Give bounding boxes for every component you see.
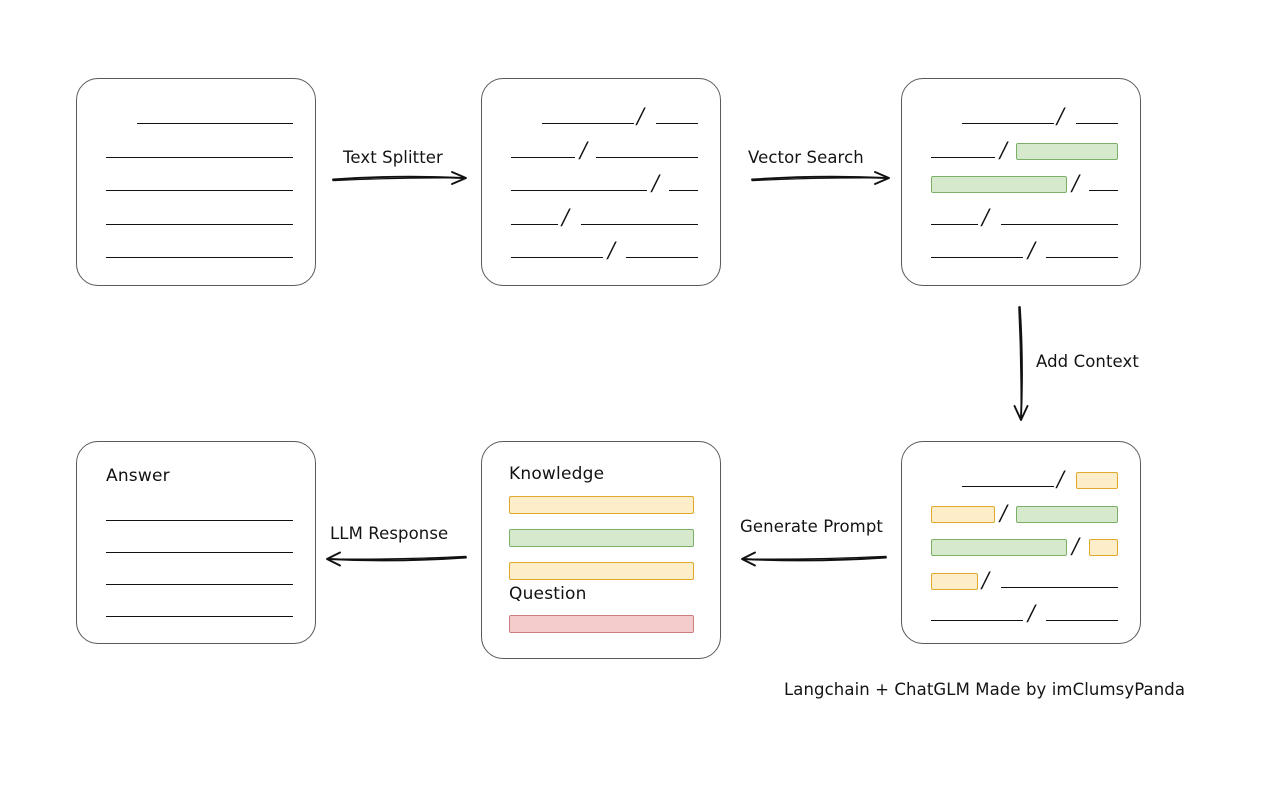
text-line [511, 223, 558, 225]
highlight-chip-green [1016, 142, 1118, 160]
slash-separator: / [562, 204, 570, 229]
highlight-chip-yellow [931, 505, 995, 523]
slash-separator: / [580, 137, 588, 162]
answer-text-line [106, 584, 293, 585]
slash-separator: / [1028, 238, 1036, 262]
slash-separator: / [1000, 137, 1008, 162]
arrow-generate-prompt [741, 551, 887, 567]
split-chunks-box: / / / / / [481, 78, 721, 286]
context-added-chunks-box: / / / / / [901, 441, 1141, 644]
text-line [511, 190, 647, 191]
arrow-vector-search [751, 171, 890, 185]
text-line [106, 257, 293, 258]
text-line [931, 257, 1023, 258]
arrow-generate-prompt-label: Generate Prompt [740, 517, 883, 536]
text-line [669, 190, 698, 191]
arrow-llm-response [326, 551, 467, 567]
slash-separator: / [1072, 534, 1080, 558]
text-line [1046, 620, 1118, 621]
slash-separator: / [1057, 104, 1065, 128]
highlight-chip-green [931, 539, 1067, 556]
highlight-chip-green [931, 176, 1067, 193]
text-line [137, 123, 293, 124]
text-line [106, 190, 293, 191]
knowledge-bar-1 [509, 496, 694, 514]
arrow-add-context-label: Add Context [1036, 352, 1139, 371]
arrow-vector-search-label: Vector Search [748, 148, 864, 167]
text-line [581, 223, 698, 225]
text-line [962, 486, 1054, 487]
slash-separator: / [982, 204, 990, 229]
text-line [626, 257, 698, 258]
text-line [1001, 223, 1118, 225]
text-line [511, 257, 603, 258]
text-line [962, 123, 1054, 124]
text-line [106, 156, 293, 158]
text-line [1001, 586, 1118, 588]
text-line [1046, 257, 1118, 258]
text-line [656, 123, 698, 124]
answer-text-line [106, 520, 293, 521]
footer-credit: Langchain + ChatGLM Made by imClumsyPand… [784, 680, 1186, 699]
slash-separator: / [982, 567, 990, 592]
text-line [931, 156, 995, 158]
vector-matched-chunks-box: / / / / / [901, 78, 1141, 286]
highlight-chip-yellow [1076, 472, 1118, 489]
text-line [511, 156, 575, 158]
arrow-llm-response-label: LLM Response [330, 524, 449, 543]
highlight-chip-yellow [931, 572, 978, 590]
text-line [931, 620, 1023, 621]
slash-separator: / [652, 171, 660, 195]
answer-label: Answer [106, 466, 170, 486]
slash-separator: / [1000, 500, 1008, 525]
knowledge-bar-2 [509, 529, 694, 547]
knowledge-label: Knowledge [509, 464, 605, 484]
slash-separator: / [1028, 601, 1036, 625]
knowledge-bar-3 [509, 562, 694, 580]
highlight-chip-green [1016, 505, 1118, 523]
highlight-chip-yellow [1089, 539, 1118, 556]
text-line [542, 123, 634, 124]
source-document-box [76, 78, 316, 286]
question-bar [509, 615, 694, 633]
text-line [1089, 190, 1118, 191]
slash-separator: / [1057, 467, 1065, 491]
text-line [931, 223, 978, 225]
slash-separator: / [608, 238, 616, 262]
answer-box: Answer [76, 441, 316, 644]
slash-separator: / [1072, 171, 1080, 195]
arrow-text-splitter-label: Text Splitter [343, 148, 443, 167]
text-line [1076, 123, 1118, 124]
answer-text-line [106, 616, 293, 617]
arrow-add-context [1013, 306, 1029, 421]
arrow-text-splitter [332, 171, 467, 185]
slash-separator: / [637, 104, 645, 128]
text-line [106, 223, 293, 225]
text-line [596, 156, 698, 158]
question-label: Question [509, 584, 587, 604]
answer-text-line [106, 552, 293, 553]
